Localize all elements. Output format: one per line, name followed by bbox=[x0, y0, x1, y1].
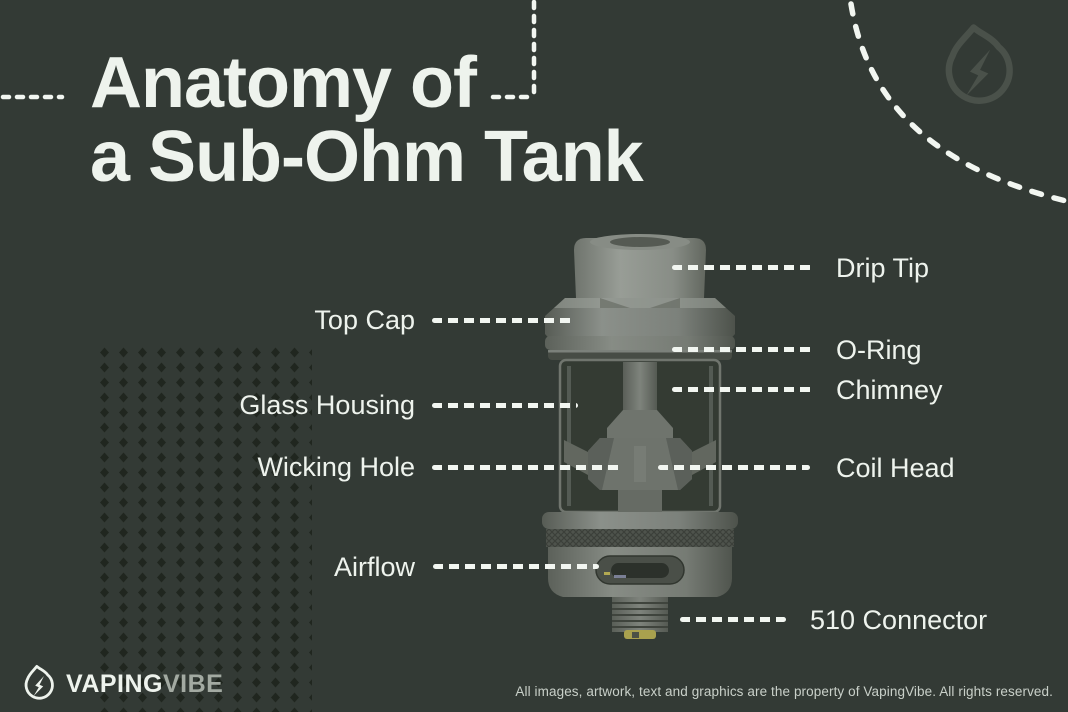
page-title: Anatomy of a Sub-Ohm Tank bbox=[90, 43, 644, 197]
brand-name-secondary: VIBE bbox=[163, 669, 224, 698]
page-title-line1: Anatomy of bbox=[90, 43, 477, 123]
callout-o-ring: O-Ring bbox=[836, 335, 922, 365]
callout-drip-tip: Drip Tip bbox=[836, 253, 930, 283]
leader-line-510-connector bbox=[680, 617, 786, 622]
callout-wicking-hole: Wicking Hole bbox=[257, 452, 415, 482]
callout-top-cap: Top Cap bbox=[314, 305, 415, 335]
glass-housing-part bbox=[558, 358, 722, 514]
leader-line-airflow bbox=[433, 564, 599, 569]
leader-line-glass-housing bbox=[432, 403, 578, 408]
leader-line-wicking-hole bbox=[432, 465, 624, 470]
leader-line-coil-head bbox=[658, 465, 810, 470]
watermark-logo-icon bbox=[945, 24, 1013, 104]
base-part bbox=[542, 512, 738, 597]
leader-line-chimney bbox=[672, 387, 812, 392]
brand-logo-icon bbox=[24, 665, 54, 700]
top-cap-part bbox=[545, 298, 735, 360]
brand-name: VAPINGVIBE bbox=[66, 670, 223, 699]
leader-line-top-cap bbox=[432, 318, 572, 323]
callout-510-connector: 510 Connector bbox=[810, 605, 988, 635]
copyright-text: All images, artwork, text and graphics a… bbox=[515, 684, 1053, 699]
dotted-corner-bracket bbox=[490, 0, 537, 100]
page-title-line2: a Sub-Ohm Tank bbox=[90, 117, 644, 197]
callout-glass-housing: Glass Housing bbox=[239, 390, 415, 420]
leader-line-o-ring bbox=[672, 347, 812, 352]
dashed-arc bbox=[848, 1, 1068, 204]
connector-510-part bbox=[612, 597, 668, 639]
diamond-dot-pattern bbox=[98, 347, 312, 712]
tank-illustration bbox=[542, 234, 738, 639]
callout-coil-head: Coil Head bbox=[836, 453, 955, 483]
coil-head-part bbox=[564, 438, 716, 512]
brand-logo: VAPINGVIBE bbox=[20, 664, 223, 704]
callout-chimney: Chimney bbox=[836, 375, 943, 405]
callout-airflow: Airflow bbox=[333, 552, 415, 582]
drip-tip-part bbox=[574, 234, 706, 298]
leader-line-drip-tip bbox=[672, 265, 812, 270]
airflow-slot bbox=[595, 555, 685, 585]
brand-name-primary: VAPING bbox=[66, 669, 163, 698]
chimney-part bbox=[607, 362, 673, 438]
